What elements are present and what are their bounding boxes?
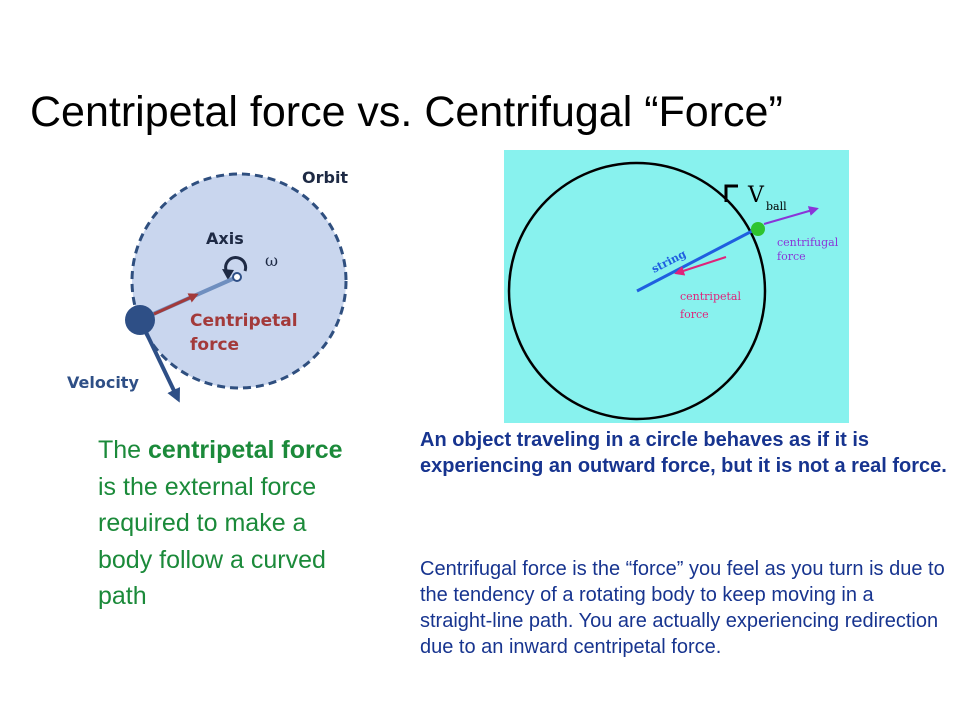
omega-label: ω (265, 251, 278, 270)
velocity-arrow (141, 325, 180, 403)
axis-center (232, 272, 242, 282)
centripetal-definition: The centripetal force is the external fo… (98, 432, 348, 615)
slide-title: Centripetal force vs. Centrifugal “Force… (30, 88, 783, 136)
velocity-tick-icon (724, 184, 738, 202)
centripetal-term: centripetal (148, 436, 275, 464)
orbit-label: Orbit (302, 168, 348, 187)
centrifugal-force-label-line1: centrifugal (777, 236, 839, 249)
centripetal-definition-part3: is the external force required to make a… (98, 472, 326, 611)
centripetal-force-label-line2: force (680, 308, 709, 321)
orbiting-body (125, 305, 155, 335)
velocity-label: Velocity (67, 373, 139, 392)
centrifugal-force-label-line2: force (777, 250, 806, 263)
centripetal-force-label-line2: force (190, 335, 239, 355)
string-line (636, 227, 757, 293)
centripetal-force-label-line1: Centripetal (190, 311, 298, 331)
centrifugal-diagram: string V ball centrifugal force centripe… (504, 150, 849, 423)
centripetal-force-arrow (153, 293, 199, 316)
orbit-diagram: Orbit Axis ω Centripetal force Velocity (67, 168, 348, 403)
centripetal-force-arrow (674, 256, 727, 276)
ball (751, 222, 765, 236)
diagram-background (504, 150, 849, 423)
centripetal-force-label-line1: centripetal (680, 290, 741, 303)
centripetal-definition-part1: The (98, 436, 149, 464)
centrifugal-force-arrow (763, 206, 819, 225)
rotation-arrow-icon (222, 256, 248, 280)
v-ball-label: V (747, 183, 765, 208)
ball-path-circle (507, 161, 767, 421)
centrifugal-explanation: Centrifugal force is the “force” you fee… (420, 558, 945, 658)
v-ball-subscript: ball (766, 200, 787, 213)
force-term: force (281, 436, 343, 464)
axis-label: Axis (206, 229, 244, 248)
centrifugal-summary: An object traveling in a circle behaves … (420, 429, 947, 477)
